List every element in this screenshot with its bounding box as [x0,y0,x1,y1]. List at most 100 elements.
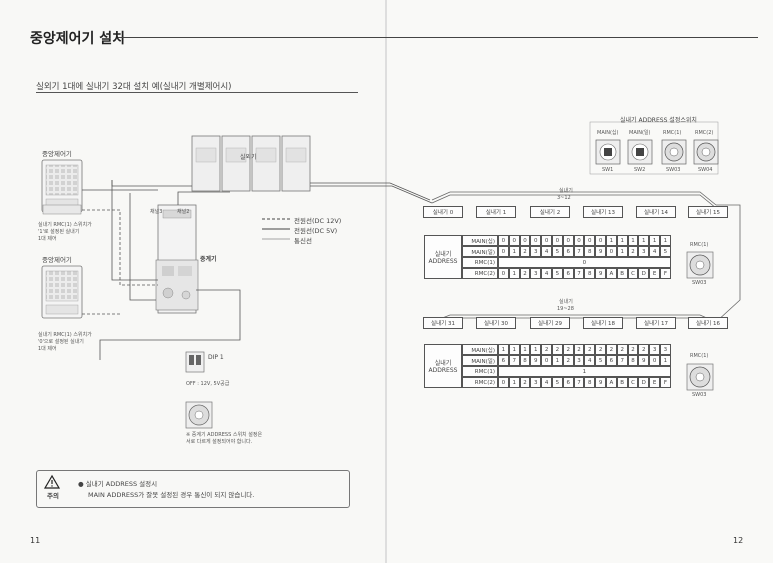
rmc1-dial-table1 [686,251,714,279]
address-cell: 6 [562,377,574,388]
relay-note-line: 서로 다르게 설정되어야 합니다. [186,439,253,445]
note-bottom-line: 1대 제어 [38,346,57,352]
note-top: 실내기 RMC(1) 스위치가 '1'로 설정된 실내기 1대 제어 [38,222,92,243]
address-cell: 0 [584,235,596,246]
subtitle-rule [36,92,358,93]
title-rule [118,37,758,38]
address-cell: 9 [638,355,650,366]
address-cell: 3 [530,246,542,257]
page-fold [385,0,387,563]
address-cell: 5 [552,246,563,257]
address-cell: C [627,268,639,279]
address-cell: 0 [541,235,552,246]
address-cell: 1 [552,355,563,366]
address-cell: 0 [606,246,617,257]
address-cell: 2 [519,377,531,388]
page-number-right: 12 [733,536,744,545]
address-cell: 1 [660,355,671,366]
address-cell: 8 [627,355,639,366]
address-cell: 2 [638,344,650,355]
section-subtitle: 실외기 1대에 실내기 32대 설치 예(실내기 개별제어시) [36,82,232,92]
switch-code-sw04: SW04 [698,167,713,173]
central-controller-label-top: 중앙제어기 [42,150,72,158]
address-cell: 5 [660,246,671,257]
switch-label-main-tens: MAIN(십) [597,130,619,136]
central-controller-top [41,159,83,215]
address-cell: 1 [498,344,509,355]
relay-port-1: 채널3 [150,209,163,215]
indoor-unit: 실내기 29 [530,317,570,329]
address-cell: 0 [573,235,585,246]
address-cell: 2 [606,344,617,355]
address-cell: 4 [649,246,660,257]
address-side-line: 실내기 [434,251,452,258]
address-cell: 2 [562,344,574,355]
address-cell: 0 [562,235,574,246]
dial-label-rmc1: RMC(1) [690,242,709,248]
address-cell: 1 [606,235,617,246]
address-cell: 8 [519,355,531,366]
note-top-line: '1'로 설정된 실내기 [38,229,80,235]
address-cell: C [627,377,639,388]
address-cell: 8 [584,246,596,257]
address-cell-merged: 1 [498,366,671,377]
address-cell: 1 [508,344,520,355]
address-cell: 2 [627,246,639,257]
address-row-name: RMC(1) [462,366,498,377]
address-cell: 9 [595,268,606,279]
indoor-unit: 실내기 2 [530,206,570,218]
address-cell: 0 [498,377,509,388]
address-cell: 3 [530,377,542,388]
outdoor-unit-label: 실외기 [240,154,257,161]
relay-address-note: ※ 중계기 ADDRESS 스위치 설정은 서로 다르게 설정되어야 합니다. [186,432,262,446]
relay-label: 중계기 [200,256,217,263]
indoor-unit: 실내기 30 [476,317,516,329]
address-row-name: MAIN(일) [462,355,498,366]
address-cell: 4 [541,246,552,257]
address-row-name: RMC(2) [462,268,498,279]
indoor-unit: 실내기 18 [583,317,623,329]
address-cell: A [606,268,617,279]
address-cell: 7 [573,268,585,279]
address-cell: 0 [552,235,563,246]
address-cell: 4 [541,268,552,279]
address-cell: 7 [616,355,628,366]
switch-label-rmc2: RMC(2) [695,130,714,136]
indoor-unit: 실내기 15 [688,206,728,218]
address-cell: 2 [616,344,628,355]
address-cell: 2 [573,344,585,355]
address-cell: 9 [595,246,606,257]
indoor-unit: 실내기 13 [583,206,623,218]
address-cell: 1 [616,235,628,246]
relay-port-2: 채널2 [177,209,190,215]
central-controller-label-bottom: 중앙제어기 [42,256,72,264]
address-cell: 9 [530,355,542,366]
address-cell: F [660,377,671,388]
note-top-line: 실내기 RMC(1) 스위치가 [38,222,92,228]
address-cell: 7 [573,246,585,257]
address-cell: B [616,268,628,279]
address-cell: 2 [552,344,563,355]
page-number-left: 11 [30,536,41,545]
address-cell: E [649,377,660,388]
address-cell: 3 [530,268,542,279]
note-bottom: 실내기 RMC(1) 스위치가 '0'으로 설정된 실내기 1대 제어 [38,332,92,353]
address-cell: 4 [541,377,552,388]
address-side-line: 실내기 [434,360,452,367]
indoor-unit: 실내기 17 [636,317,676,329]
switch-code-sw03: SW03 [666,167,681,173]
address-cell: D [638,377,650,388]
legend-comm-line: 통신선 [294,237,312,245]
address-cell: E [649,268,660,279]
address-row-name: RMC(2) [462,377,498,388]
address-cell: 0 [541,355,552,366]
address-row-name: MAIN(십) [462,235,498,246]
caution-triangle-icon [43,474,61,489]
legend-power-5v: 전원선(DC 5V) [294,227,338,235]
caution-line-2: MAIN ADDRESS가 잘못 설정된 경우 통신이 되지 않습니다. [88,491,255,499]
address-cell: 6 [498,355,509,366]
